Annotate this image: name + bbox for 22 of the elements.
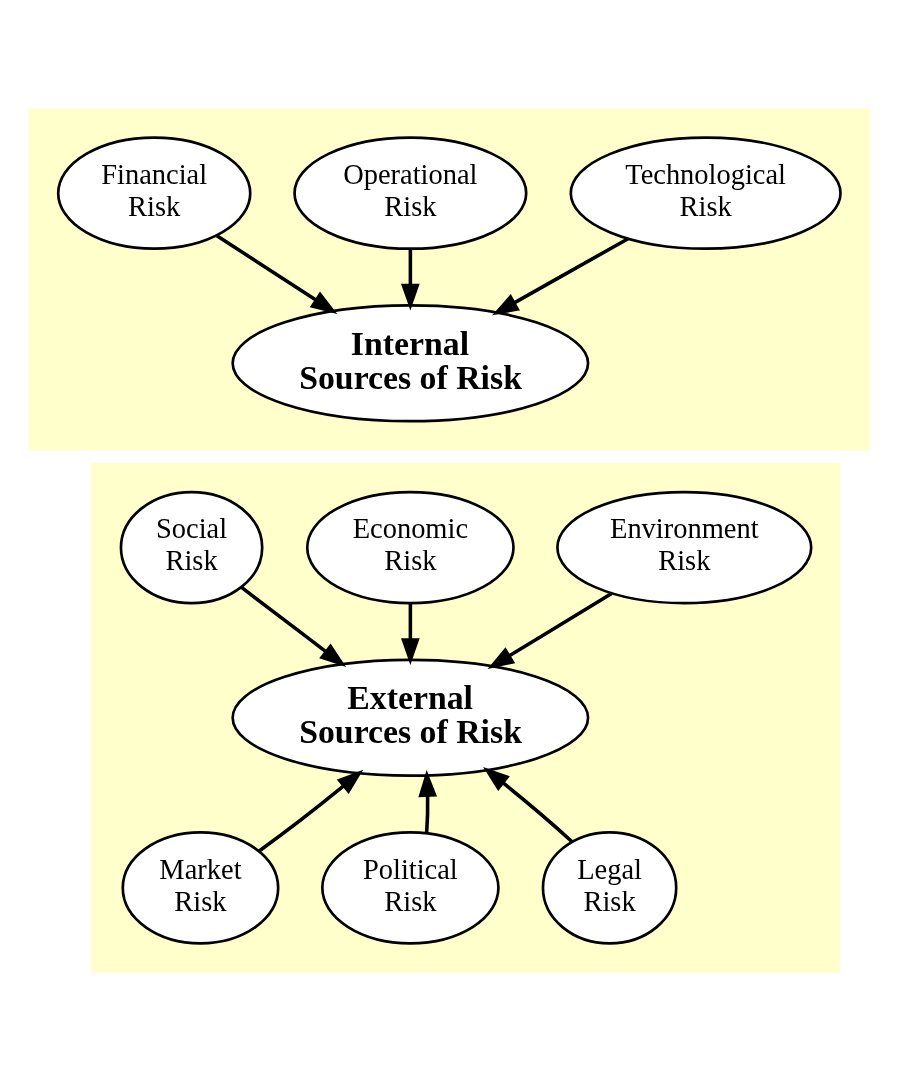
node-ellipse: Internal Sources of Risk (231, 303, 590, 422)
node-ellipse: Social Risk (119, 490, 264, 604)
node-ellipse: Technological Risk (569, 135, 842, 250)
arrow (483, 766, 574, 843)
arrow (258, 769, 364, 852)
arrow (215, 233, 338, 314)
node-ellipse: Operational Risk (293, 135, 528, 250)
cluster (91, 462, 840, 973)
node-ellipse: Market Risk (121, 830, 280, 945)
cluster (28, 107, 871, 450)
node-ellipse: Financial Risk (56, 135, 252, 250)
node-ellipse: Environment Risk (556, 490, 813, 604)
node-ellipse: Economic Risk (305, 490, 515, 604)
arrow (492, 236, 629, 315)
arrow (418, 769, 438, 833)
arrow (401, 248, 420, 310)
arrow (240, 585, 347, 667)
node-ellipse: External Sources of Risk (231, 658, 590, 777)
arrow (401, 602, 420, 665)
arrow (487, 591, 613, 669)
node-ellipse: Political Risk (321, 830, 500, 945)
node-ellipse: Legal Risk (541, 830, 678, 945)
